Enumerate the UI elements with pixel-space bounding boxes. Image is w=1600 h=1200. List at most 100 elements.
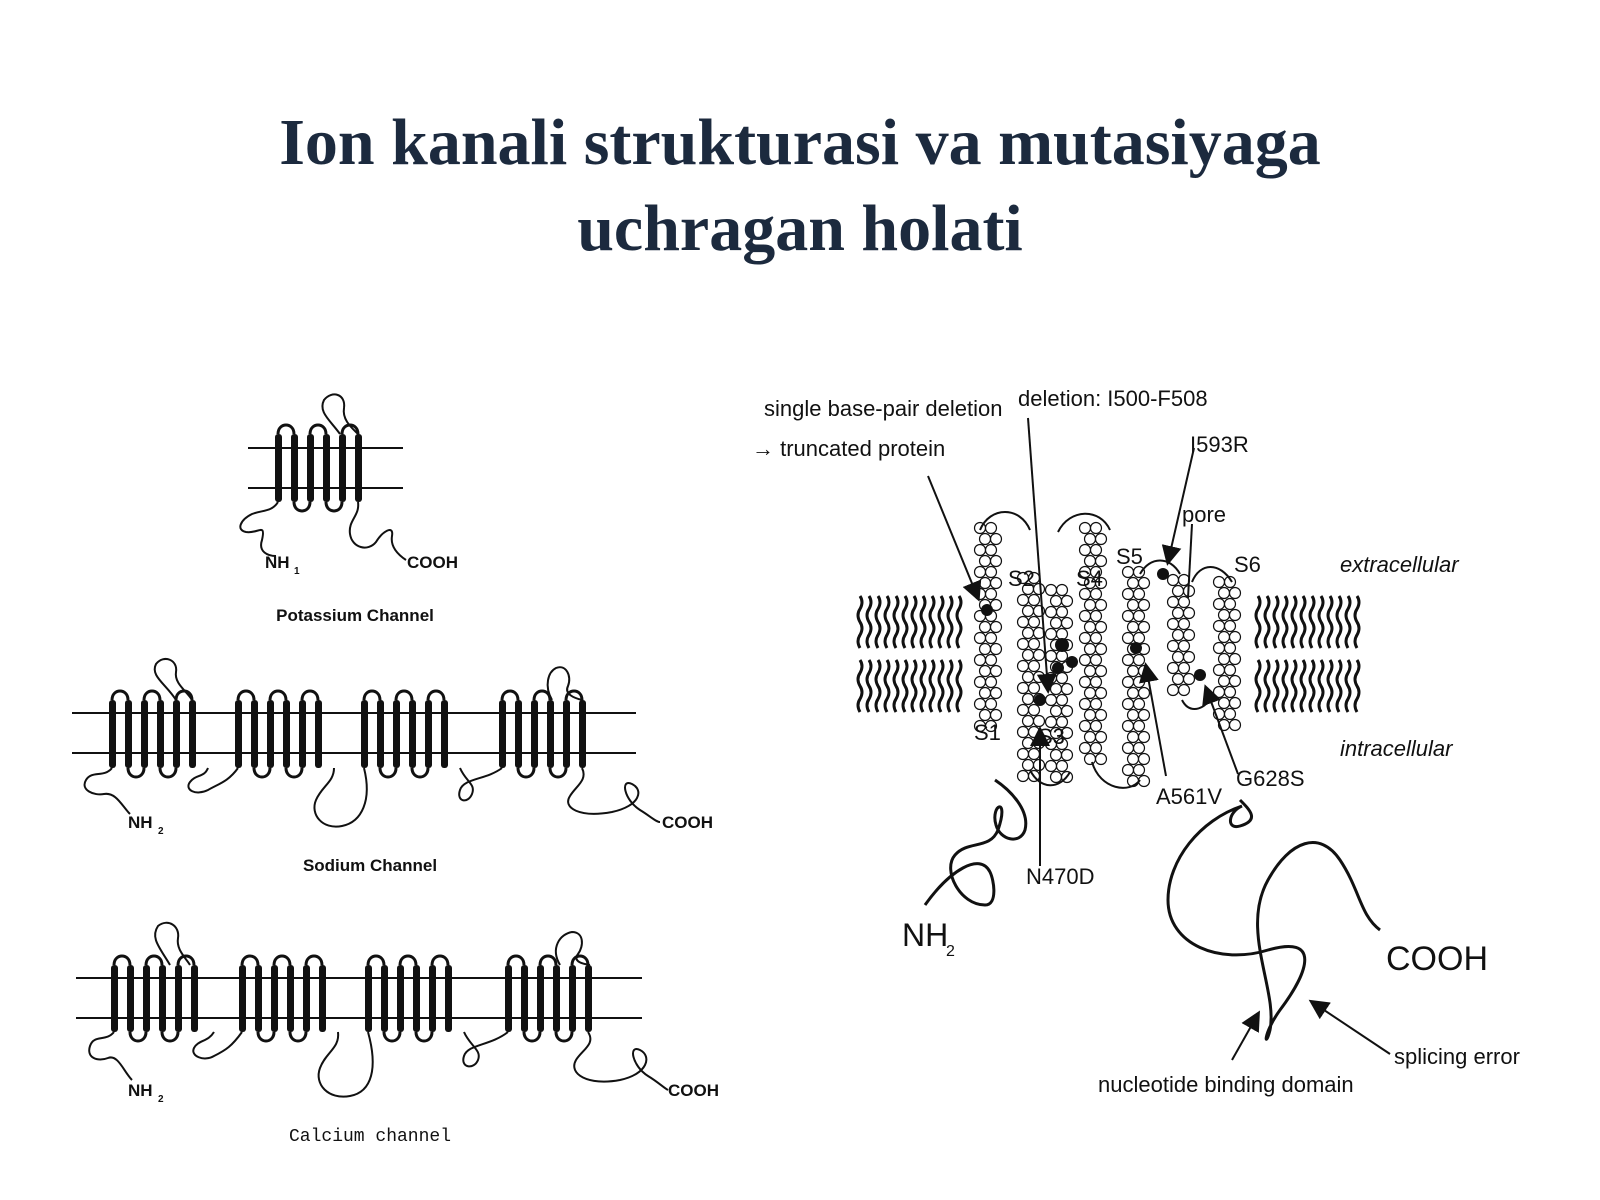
potassium-nh-tail bbox=[239, 501, 279, 557]
residue-bead bbox=[1171, 628, 1185, 642]
mutation-channel-diagram: single base-pair deletion → truncated pr… bbox=[752, 386, 1520, 1097]
residue-bead bbox=[1166, 595, 1180, 609]
transmembrane-helix bbox=[377, 700, 384, 768]
residue-bead bbox=[1083, 686, 1097, 700]
helix-connector bbox=[366, 954, 386, 966]
helix-connector bbox=[362, 689, 382, 701]
residue-bead bbox=[1132, 565, 1146, 579]
residue-bead bbox=[1089, 653, 1103, 667]
helix-connector bbox=[516, 767, 536, 779]
lipid-tail bbox=[1353, 659, 1361, 713]
residue-bead bbox=[1212, 685, 1226, 699]
transmembrane-helix bbox=[537, 965, 544, 1032]
residue-bead bbox=[1121, 609, 1135, 623]
residue-bead bbox=[984, 587, 998, 601]
potassium-nh-subscript: 1 bbox=[294, 566, 300, 577]
lipid-tail bbox=[1308, 659, 1316, 713]
lipid-bilayer-right bbox=[1254, 595, 1361, 713]
residue-bead bbox=[1137, 598, 1151, 612]
residue-bead bbox=[1212, 663, 1226, 677]
sodium-helices-domain-1 bbox=[109, 689, 196, 779]
residue-bead bbox=[1016, 747, 1030, 761]
residue-bead bbox=[1217, 586, 1231, 600]
residue-bead bbox=[1016, 615, 1030, 629]
helix-connector bbox=[268, 689, 288, 701]
sodium-nh-label: NH bbox=[128, 813, 153, 832]
transmembrane-helix bbox=[413, 965, 420, 1032]
lipid-tail bbox=[1290, 659, 1298, 713]
helix-connector bbox=[160, 1031, 180, 1043]
residue-bead bbox=[1049, 704, 1063, 718]
residue-bead bbox=[978, 620, 992, 634]
deletion-range-label: deletion: I500-F508 bbox=[1018, 386, 1208, 411]
helix-connector bbox=[324, 501, 344, 513]
s1-label: S1 bbox=[974, 720, 1001, 745]
transmembrane-helix bbox=[307, 434, 314, 502]
residue-bead bbox=[1228, 608, 1242, 622]
transmembrane-helix bbox=[323, 434, 330, 502]
residue-bead bbox=[1228, 586, 1242, 600]
helix-connector bbox=[240, 954, 260, 966]
residue-bead bbox=[1121, 631, 1135, 645]
residue-bead bbox=[1094, 598, 1108, 612]
residue-bead bbox=[989, 532, 1003, 546]
residue-bead bbox=[1060, 726, 1074, 740]
calcium-nh-subscript: 2 bbox=[158, 1094, 164, 1105]
mutation-markers bbox=[981, 568, 1206, 706]
lipid-tail bbox=[919, 595, 927, 649]
calcium-membrane-lines bbox=[76, 977, 642, 1019]
calcium-helices-domain-1 bbox=[111, 954, 198, 1043]
residue-bead bbox=[1027, 681, 1041, 695]
lipid-tail bbox=[1263, 595, 1271, 649]
residue-bead bbox=[1132, 763, 1146, 777]
residue-bead bbox=[1083, 554, 1097, 568]
residue-bead bbox=[1121, 697, 1135, 711]
sodium-helices-domain-3 bbox=[361, 689, 448, 779]
residue-bead bbox=[1166, 617, 1180, 631]
residue-bead bbox=[1083, 708, 1097, 722]
potassium-pore-loop bbox=[321, 393, 359, 435]
residue-bead bbox=[1121, 587, 1135, 601]
transmembrane-helix bbox=[547, 700, 554, 768]
residue-bead bbox=[1060, 748, 1074, 762]
residue-bead bbox=[1016, 681, 1030, 695]
residue-bead bbox=[1228, 696, 1242, 710]
residue-bead bbox=[1083, 642, 1097, 656]
lipid-tail bbox=[946, 659, 954, 713]
transmembrane-helix bbox=[255, 965, 262, 1032]
residue-bead bbox=[1212, 597, 1226, 611]
helix-connector bbox=[272, 954, 292, 966]
residue-bead bbox=[1044, 583, 1058, 597]
helix-connector bbox=[236, 689, 256, 701]
lipid-tail bbox=[1326, 595, 1334, 649]
helix-s1-beads bbox=[973, 521, 1003, 733]
transmembrane-helix bbox=[531, 700, 538, 768]
residue-bead bbox=[973, 653, 987, 667]
lipid-tail bbox=[856, 595, 864, 649]
residue-bead bbox=[1049, 616, 1063, 630]
helix-connector bbox=[110, 689, 130, 701]
helix-s5-beads bbox=[1121, 565, 1151, 788]
residue-bead bbox=[1089, 719, 1103, 733]
transmembrane-helix bbox=[339, 434, 346, 502]
residue-bead bbox=[1171, 584, 1185, 598]
residue-bead bbox=[1121, 719, 1135, 733]
residue-bead bbox=[1083, 664, 1097, 678]
residue-bead bbox=[1055, 627, 1069, 641]
helix-connector bbox=[128, 1031, 148, 1043]
residue-bead bbox=[1177, 683, 1191, 697]
potassium-cooh-label: COOH bbox=[407, 553, 458, 572]
residue-bead bbox=[1094, 554, 1108, 568]
residue-bead bbox=[1132, 697, 1146, 711]
lipid-tail bbox=[928, 595, 936, 649]
helix-connector bbox=[570, 954, 590, 966]
residue-bead bbox=[1177, 661, 1191, 675]
residue-bead bbox=[1121, 741, 1135, 755]
splicing-error-label: splicing error bbox=[1394, 1044, 1520, 1069]
transmembrane-helix bbox=[319, 965, 326, 1032]
residue-bead bbox=[1055, 649, 1069, 663]
nh2-subscript: 2 bbox=[946, 943, 955, 960]
transmembrane-helix bbox=[235, 700, 242, 768]
helix-connector bbox=[276, 423, 296, 435]
transmembrane-helix bbox=[505, 965, 512, 1032]
